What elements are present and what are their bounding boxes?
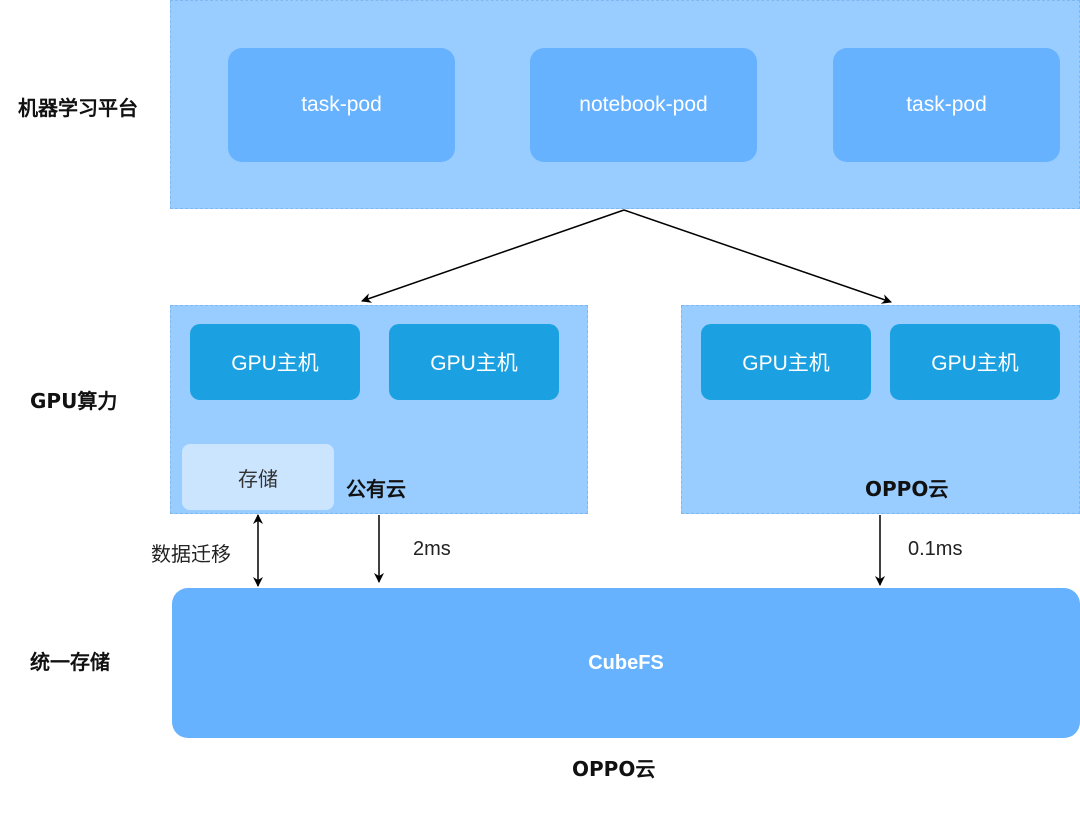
arrow-to-public-cloud — [361, 209, 625, 303]
oppo-gpu-host-2: GPU主机 — [890, 324, 1060, 400]
oppo-gpu-cloud-label: OPPO云 — [865, 477, 949, 501]
cubefs-storage: CubeFS — [172, 588, 1080, 738]
public-gpu-host-1: GPU主机 — [190, 324, 360, 400]
row-label-gpu-compute: GPU算力 — [30, 389, 118, 413]
data-migration-label: 数据迁移 — [151, 544, 231, 566]
row-label-ml-platform: 机器学习平台 — [18, 96, 138, 120]
task-pod-right: task-pod — [833, 48, 1060, 162]
oppo-gpu-host-1: GPU主机 — [701, 324, 871, 400]
oppo-latency-label: 0.1ms — [908, 538, 963, 560]
arrow-to-oppo-cloud — [623, 209, 892, 304]
ml-platform-panel: task-pod notebook-pod task-pod — [170, 0, 1080, 209]
notebook-pod: notebook-pod — [530, 48, 757, 162]
public-storage-box: 存储 — [182, 444, 334, 510]
public-latency-label: 2ms — [413, 538, 451, 560]
public-gpu-host-2: GPU主机 — [389, 324, 559, 400]
task-pod-left: task-pod — [228, 48, 455, 162]
row-label-unified-storage: 统一存储 — [30, 650, 110, 674]
public-cloud-label: 公有云 — [346, 477, 406, 501]
public-cloud-panel: GPU主机 GPU主机 存储 公有云 — [170, 305, 588, 514]
storage-cloud-label: OPPO云 — [572, 757, 656, 781]
oppo-cloud-gpu-panel: GPU主机 GPU主机 OPPO云 — [681, 305, 1080, 514]
